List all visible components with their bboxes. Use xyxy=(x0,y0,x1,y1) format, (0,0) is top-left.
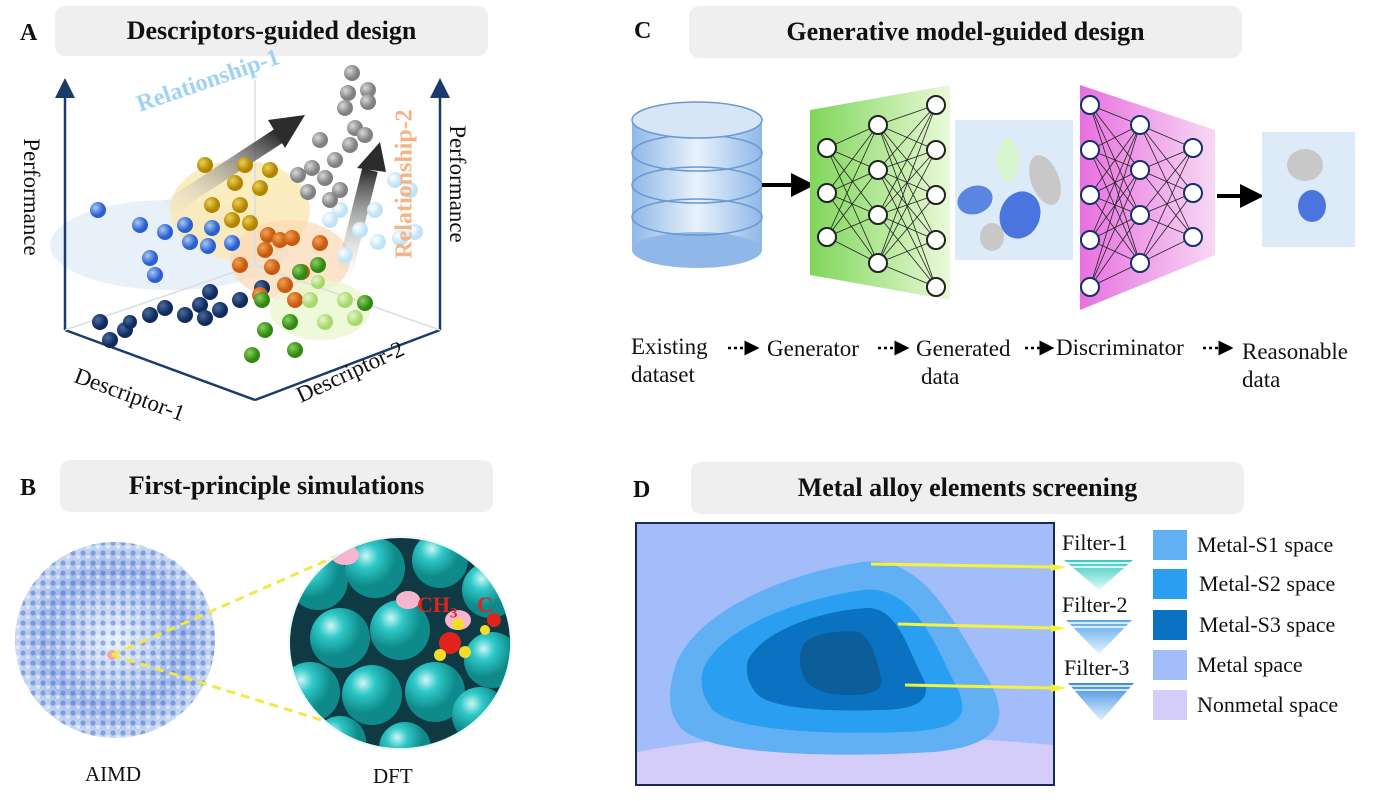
legend-item-nonmetal: Nonmetal space xyxy=(1153,690,1338,720)
legend-item-s1: Metal-S1 space xyxy=(1153,530,1333,560)
c-label: C xyxy=(477,592,493,617)
panel-a-plot xyxy=(50,65,450,402)
panel-a-letter: A xyxy=(20,20,38,46)
filter-3-label: Filter-3 xyxy=(1064,655,1130,680)
step-reasonable-data: Reasonable data xyxy=(1242,338,1348,394)
legend-label-s1: Metal-S1 space xyxy=(1197,532,1334,557)
step-existing-line2: dataset xyxy=(631,362,695,387)
aimd-label: AIMD xyxy=(85,762,141,786)
filter-3-line xyxy=(904,683,1052,690)
panel-b-letter: B xyxy=(20,475,37,501)
reasonable-data-panel xyxy=(1262,132,1355,247)
panel-b-illustration xyxy=(15,536,512,750)
legend-swatch-metal xyxy=(1153,650,1187,680)
legend-label-s3: Metal-S3 space xyxy=(1199,612,1336,637)
metal-s3-core xyxy=(800,631,882,695)
database-icon xyxy=(631,101,763,268)
dft-label: DFT xyxy=(373,764,413,788)
panel-c-letter: C xyxy=(634,18,652,44)
step-generated-line2: data xyxy=(921,364,960,389)
step-generated-line1: Generated xyxy=(916,336,1011,361)
discriminator-network xyxy=(1080,85,1215,310)
generated-data-panel xyxy=(955,120,1073,260)
step-generator: Generator xyxy=(767,336,859,361)
filter-3-funnel xyxy=(1068,683,1134,721)
light-blue-points xyxy=(322,172,423,263)
panel-d-title: Metal alloy elements screening xyxy=(691,462,1244,514)
step-discriminator: Discriminator xyxy=(1056,335,1184,360)
legend-label-metal: Metal space xyxy=(1197,652,1303,677)
step-reasonable-line2: data xyxy=(1242,367,1281,392)
performance-left-label: Performance xyxy=(18,138,44,256)
filter-1-funnel xyxy=(1064,560,1133,590)
generator-network xyxy=(810,85,950,300)
panel-d-letter: D xyxy=(633,477,651,503)
legend-label-s2: Metal-S2 space xyxy=(1199,571,1336,596)
panel-a-title: Descriptors-guided design xyxy=(55,6,488,56)
grey-points xyxy=(290,65,376,208)
dft-atoms xyxy=(290,538,510,748)
filter-2-funnel xyxy=(1066,620,1132,654)
legend-label-nonmetal: Nonmetal space xyxy=(1197,692,1339,717)
legend-item-s3: Metal-S3 space xyxy=(1153,610,1335,640)
navy-points xyxy=(92,280,270,348)
filter-2-label: Filter-2 xyxy=(1062,592,1128,617)
ch3-main: CH xyxy=(417,592,450,617)
filter-2-line xyxy=(897,622,1052,630)
gold-points xyxy=(197,157,278,231)
blue-points xyxy=(90,202,240,283)
filter-1-label: Filter-1 xyxy=(1062,530,1128,555)
step-existing-line1: Existing xyxy=(631,334,708,359)
panel-c-title: Generative model-guided design xyxy=(689,6,1242,58)
legend-swatch-s1 xyxy=(1153,530,1187,560)
step-generated-data: Generated data xyxy=(916,335,1011,391)
panel-d-contour xyxy=(635,522,1055,786)
panel-c-gan-diagram xyxy=(631,85,1355,310)
ch3-sub: 3 xyxy=(450,605,458,622)
legend-swatch-s2 xyxy=(1153,569,1187,599)
light-green-points xyxy=(302,275,363,330)
step-existing-dataset: Existing dataset xyxy=(631,333,708,389)
legend-item-metal: Metal space xyxy=(1153,650,1303,680)
ch3-label: CH3 xyxy=(417,591,458,627)
legend-swatch-nonmetal xyxy=(1153,690,1187,720)
legend-item-s2: Metal-S2 space xyxy=(1153,569,1335,599)
relationship-2-label: Relationship-2 xyxy=(391,109,418,259)
step-reasonable-line1: Reasonable xyxy=(1242,339,1349,364)
filter-1-line xyxy=(870,562,1052,569)
panel-b-title: First-principle simulations xyxy=(60,460,493,512)
performance-right-label: Performance xyxy=(444,125,470,243)
green-points xyxy=(244,257,373,363)
legend-swatch-s3 xyxy=(1153,610,1187,640)
